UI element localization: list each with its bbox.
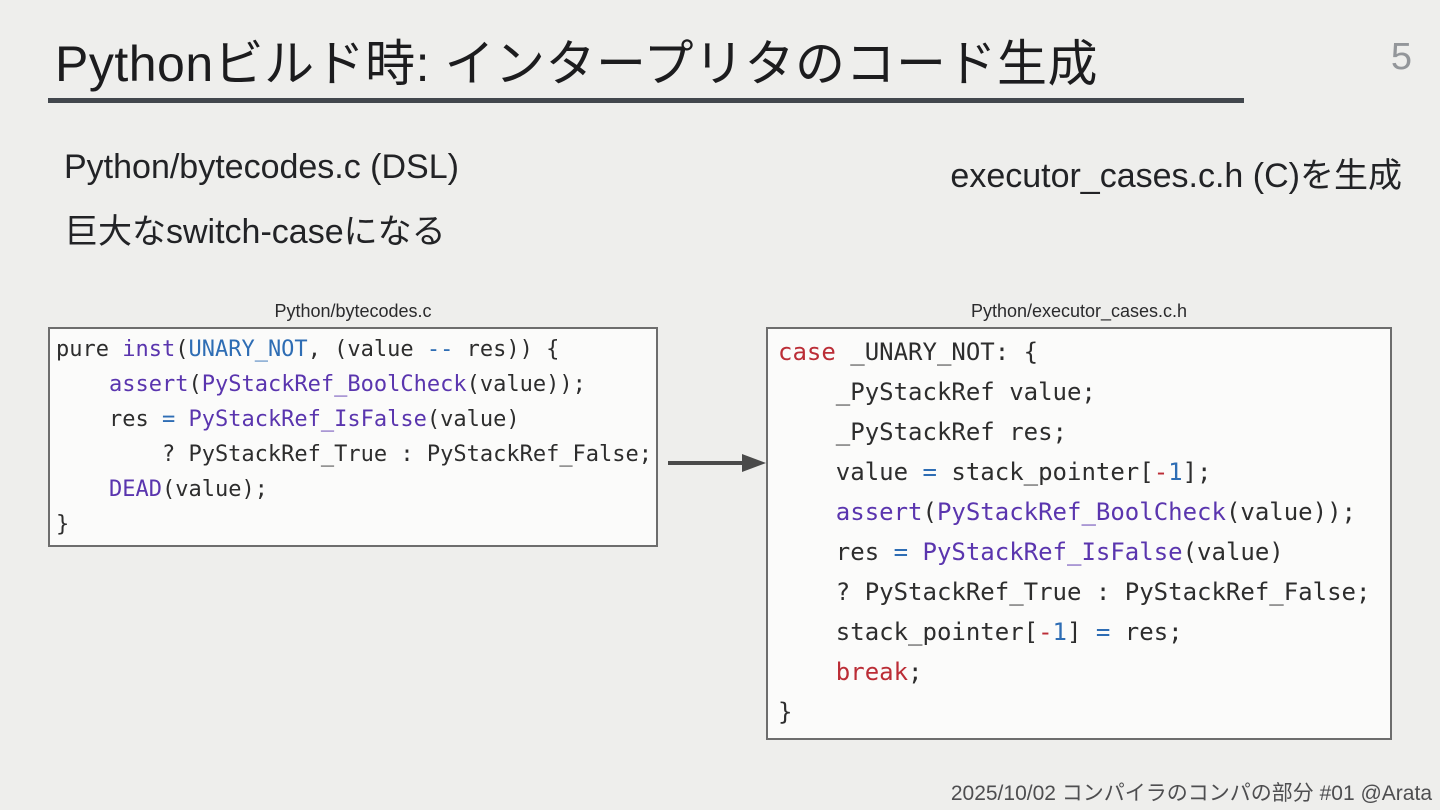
code-line: } <box>778 698 793 726</box>
code-line: assert(PyStackRef_BoolCheck(value)); <box>835 498 1356 526</box>
code-line: case _UNARY_NOT: { <box>778 338 1039 366</box>
code-line: pure inst(UNARY_NOT, (value -- res)) { <box>56 337 560 362</box>
code-line: ? PyStackRef_True : PyStackRef_False; <box>778 578 1371 606</box>
code-line: DEAD(value); <box>108 477 268 502</box>
code-line: stack_pointer[-1] = res; <box>778 618 1183 646</box>
right-arrow-icon <box>668 454 766 472</box>
subtitle-left-line1: Python/bytecodes.c (DSL) <box>64 148 459 186</box>
right-code-block: case _UNARY_NOT: { _PyStackRef value; _P… <box>766 327 1392 740</box>
left-code-block: pure inst(UNARY_NOT, (value -- res)) { a… <box>48 327 658 547</box>
code-line: break; <box>835 658 923 686</box>
code-line: _PyStackRef res; <box>778 418 1067 446</box>
code-line: ? PyStackRef_True : PyStackRef_False; <box>56 442 653 467</box>
footer-credit: 2025/10/02 コンパイラのコンパの部分 #01 @Arata <box>950 782 1432 805</box>
title-underline <box>48 98 1244 103</box>
code-line: } <box>56 512 70 537</box>
code-line: _PyStackRef value; <box>778 378 1096 406</box>
code-line: res = PyStackRef_IsFalse(value) <box>778 538 1284 566</box>
subtitle-left-line2: 巨大なswitch-caseになる <box>64 213 446 251</box>
page-title: Pythonビルド時: インタープリタのコード生成 <box>55 36 1098 92</box>
subtitle-right-line1: executor_cases.c.h (C)を生成 <box>950 157 1402 195</box>
right-code-filename-label: Python/executor_cases.c.h <box>970 301 1188 321</box>
page-number: 5 <box>1390 36 1412 78</box>
code-line: res = PyStackRef_IsFalse(value) <box>56 407 520 432</box>
left-code-filename-label: Python/bytecodes.c <box>274 301 432 321</box>
code-line: assert(PyStackRef_BoolCheck(value)); <box>108 372 586 397</box>
code-line: value = stack_pointer[-1]; <box>778 458 1212 486</box>
